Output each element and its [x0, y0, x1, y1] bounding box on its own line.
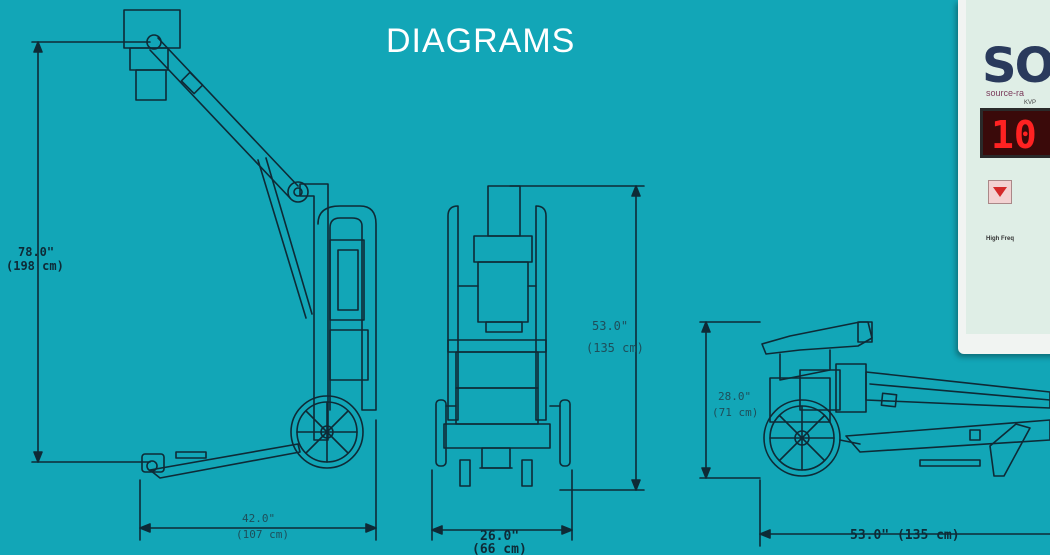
front-height-in: 53.0"	[592, 319, 628, 333]
kvp-label: KVP	[1024, 100, 1037, 106]
page-title: DIAGRAMS	[386, 22, 576, 60]
kvp-display-value: 10	[991, 113, 1037, 157]
folded-height-in: 28.0"	[718, 390, 751, 403]
folded-height-cm: (71 cm)	[712, 406, 758, 419]
side-view-extended-drawing	[31, 9, 377, 541]
side-extended-width-in: 42.0"	[242, 512, 275, 525]
brand-logo: SO	[982, 38, 1050, 94]
side-extended-height-cm: (198 cm)	[6, 259, 64, 273]
control-panel-face: SO source-ra KVP 10 High Freq	[966, 0, 1050, 334]
front-height-cm: (135 cm)	[586, 341, 644, 355]
side-extended-width-cm: (107 cm)	[236, 528, 289, 541]
side-view-folded-drawing	[699, 321, 1050, 547]
front-width-in: 26.0"	[480, 529, 519, 544]
side-extended-height-in: 78.0"	[18, 245, 54, 259]
brand-tagline: source-ra	[986, 88, 1025, 98]
front-view-drawing	[431, 185, 645, 541]
control-panel-photo: SO source-ra KVP 10 High Freq	[958, 0, 1050, 354]
arrow-down-icon	[993, 187, 1007, 197]
decrease-button	[988, 180, 1012, 204]
folded-length: 53.0" (135 cm)	[850, 528, 960, 543]
kvp-display: 10	[980, 108, 1050, 158]
front-width-cm: (66 cm)	[472, 542, 527, 555]
panel-footer-text: High Freq	[986, 236, 1014, 242]
